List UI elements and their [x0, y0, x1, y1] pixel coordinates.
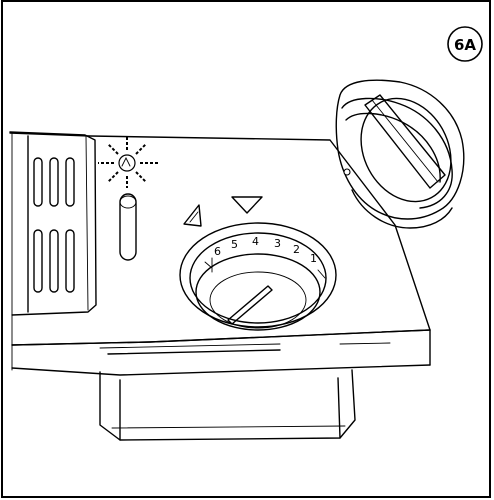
dispenser-body: [9, 131, 431, 376]
vent-slot: [49, 157, 59, 207]
vent-slot: [65, 157, 75, 207]
rinse-aid-cap[interactable]: [335, 79, 468, 229]
dial-number-6: 6: [214, 245, 221, 258]
vent-slot: [33, 229, 43, 293]
dial-pointer-icon: [231, 196, 263, 214]
lower-housing: [99, 369, 356, 441]
dial-number-1: 1: [310, 252, 317, 265]
dial-knob-slot: [227, 285, 273, 325]
figure-label: 6A: [454, 36, 476, 54]
dial-number-2: 2: [293, 243, 300, 256]
cap-grip: [364, 94, 446, 189]
indicator-light: [98, 136, 160, 261]
dial-number-4: 4: [252, 235, 259, 248]
fill-arrow-icon: [183, 204, 202, 227]
figure-label-badge: 6A: [447, 26, 483, 62]
indicator-window: [119, 193, 137, 261]
vent-grille: [9, 131, 97, 316]
vent-slot: [49, 229, 59, 293]
vent-slot: [33, 157, 43, 207]
vent-slot: [65, 229, 75, 293]
dial-number-3: 3: [274, 237, 281, 250]
dial-number-5: 5: [231, 238, 238, 251]
dispenser-dial[interactable]: 6 5 4 3 2 1: [179, 222, 337, 331]
